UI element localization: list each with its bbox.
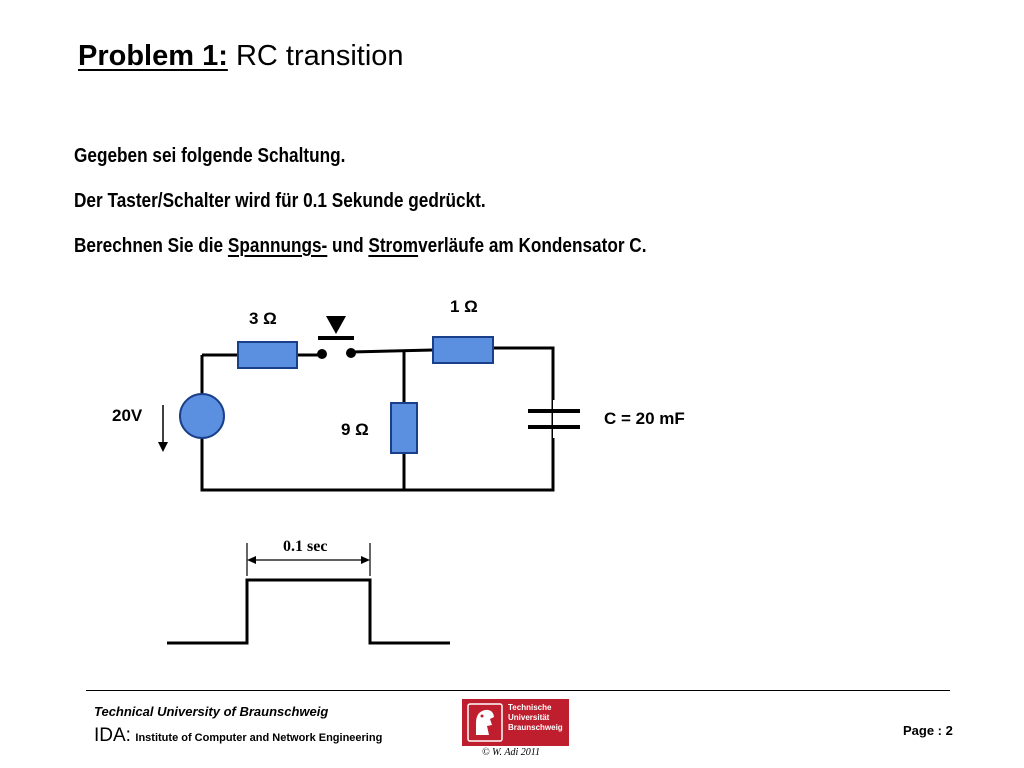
tu-braunschweig-logo (462, 699, 569, 746)
copyright: © W. Adi 2011 (482, 747, 540, 758)
logo-lion-icon (467, 703, 503, 742)
logo-text-line-2: Universität (508, 713, 550, 722)
outer-wire (200, 346, 555, 492)
text-underline-spannungs: Spannungs- (227, 235, 328, 257)
r3-label: 9 Ω (341, 420, 369, 439)
resistor-1-ohm (432, 336, 494, 364)
switch-push-arrow (326, 316, 346, 334)
pulse-duration-label: 0.1 sec (283, 538, 327, 555)
text-underline-strom: Strom (368, 235, 419, 257)
page-label: Page : (903, 723, 943, 738)
page-number: 2 (945, 723, 953, 738)
wire-switch-r2 (350, 348, 434, 354)
title-lead: Problem 1: (78, 40, 228, 72)
logo-text: Technische Universität Braunschweig (508, 703, 563, 733)
pulse-arrow-right (361, 556, 370, 564)
page-title: Problem 1: RC transition (78, 40, 404, 73)
text-line-3: Berechnen Sie die Spannungs- und Stromve… (74, 235, 647, 258)
resistor-9-ohm (390, 402, 418, 454)
r1-label: 3 Ω (249, 309, 277, 328)
institute-name: Institute of Computer and Network Engine… (135, 732, 383, 744)
text-line-3-a: Berechnen Sie die (74, 235, 228, 257)
logo-text-line-1: Technische (508, 703, 552, 712)
page-indicator: Page : 2 (903, 723, 953, 738)
footer-divider (86, 690, 950, 691)
capacitor-gap (553, 400, 561, 438)
text-line-3-c: verläufe am Kondensator C. (418, 235, 647, 257)
circuit-diagram: 20V 3 Ω 1 Ω 9 Ω C = 20 mF 0.1 sec (112, 297, 685, 645)
text-line-1: Gegeben sei folgende Schaltung. (74, 145, 346, 167)
logo-text-line-3: Braunschweig (508, 723, 563, 732)
title-rest: RC transition (235, 40, 404, 72)
voltage-arrow-head (158, 442, 168, 452)
university-name: Technical University of Braunschweig (94, 704, 329, 719)
r2-label: 1 Ω (450, 297, 478, 316)
capacitor-label: C = 20 mF (604, 409, 685, 428)
text-line-3-b: und (327, 235, 369, 257)
institute-line: IDA: Institute of Computer and Network E… (94, 725, 382, 747)
pulse-waveform (167, 578, 450, 645)
pulse-arrow-left (247, 556, 256, 564)
voltage-source-symbol (179, 393, 225, 439)
resistor-3-ohm (237, 341, 298, 369)
source-label: 20V (112, 406, 143, 425)
switch-contact-left (317, 349, 327, 359)
ida-label: IDA: (94, 725, 131, 746)
text-line-2: Der Taster/Schalter wird für 0.1 Sekunde… (74, 190, 486, 212)
switch-contact-right (346, 348, 356, 358)
